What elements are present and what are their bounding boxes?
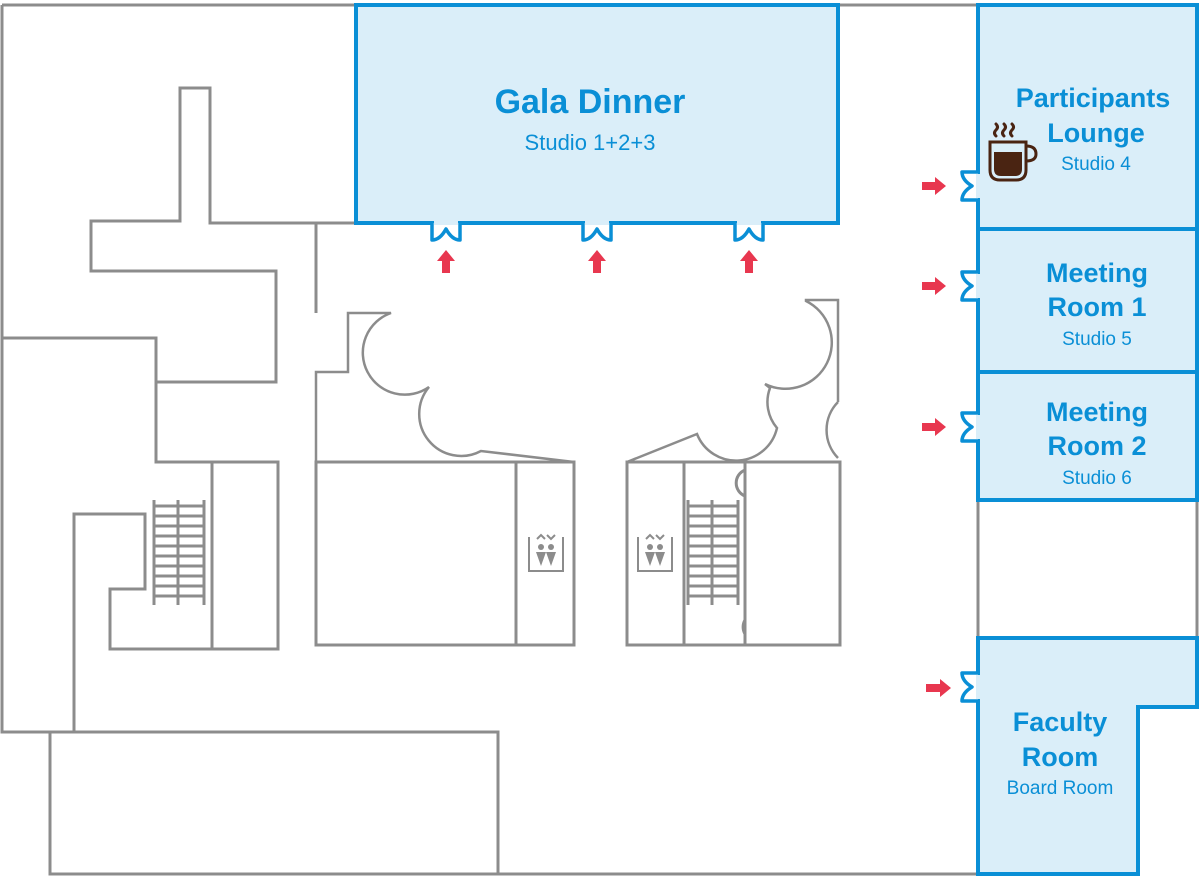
room-meeting-room-2-area[interactable] bbox=[976, 370, 1199, 502]
outer-wall-left bbox=[0, 5, 50, 734]
arrow-right-icon bbox=[922, 418, 946, 436]
elevator-icon bbox=[528, 533, 564, 572]
bottom-left-room bbox=[48, 730, 500, 876]
arrow-up-icon bbox=[740, 250, 758, 273]
room-meeting-room-1-area[interactable] bbox=[976, 227, 1199, 374]
coffee-cup-icon bbox=[988, 122, 1038, 182]
room-faculty-room[interactable]: Faculty Room Board Room bbox=[960, 636, 1199, 876]
stairs-left bbox=[152, 500, 206, 605]
door-gala-1[interactable] bbox=[430, 223, 462, 242]
elevator-shaft-right bbox=[625, 460, 686, 647]
room-title: Room bbox=[1022, 742, 1099, 772]
elevator-icon bbox=[637, 533, 673, 572]
room-subtitle: Studio 1+2+3 bbox=[525, 130, 656, 155]
core-right-stair-room bbox=[682, 460, 747, 647]
door-gala-2[interactable] bbox=[581, 223, 613, 242]
room-meeting-room-2[interactable]: Meeting Room 2 Studio 6 bbox=[960, 370, 1199, 502]
room-gala-dinner-area[interactable] bbox=[354, 3, 840, 225]
door-lounge[interactable] bbox=[960, 170, 978, 202]
room-title: Faculty bbox=[1013, 707, 1108, 737]
room-title: Meeting bbox=[1046, 258, 1148, 288]
door-meeting-1[interactable] bbox=[960, 270, 978, 302]
door-faculty[interactable] bbox=[960, 671, 978, 703]
core-right-curved-wall bbox=[626, 298, 840, 464]
stairs-icon bbox=[152, 500, 740, 605]
core-block-left bbox=[314, 311, 576, 647]
room-gala-dinner[interactable]: Gala Dinner Studio 1+2+3 bbox=[354, 3, 840, 242]
door-gala-3[interactable] bbox=[733, 223, 765, 242]
arrow-right-icon bbox=[922, 277, 946, 295]
arrow-right-icon bbox=[922, 177, 946, 195]
entrance-arrows bbox=[437, 177, 951, 697]
arrow-up-icon bbox=[588, 250, 606, 273]
core-right-room bbox=[743, 460, 842, 647]
room-title: Gala Dinner bbox=[495, 83, 686, 121]
room-meeting-room-1[interactable]: Meeting Room 1 Studio 5 bbox=[960, 227, 1199, 374]
door-meeting-2[interactable] bbox=[960, 411, 978, 443]
room-subtitle: Board Room bbox=[1007, 778, 1114, 799]
stairs-right bbox=[686, 500, 740, 605]
room-title: Lounge bbox=[1047, 118, 1144, 148]
arrow-up-icon bbox=[437, 250, 455, 273]
room-subtitle: Studio 4 bbox=[1061, 154, 1131, 175]
room-subtitle: Studio 6 bbox=[1062, 468, 1132, 489]
room-title: Meeting bbox=[1046, 397, 1148, 427]
wall-left-block bbox=[2, 86, 356, 384]
room-title: Participants bbox=[1016, 83, 1171, 113]
room-title: Room 2 bbox=[1047, 431, 1146, 461]
wall-stair-block-left bbox=[72, 382, 280, 732]
room-faculty-room-area[interactable] bbox=[976, 636, 1199, 876]
room-participants-lounge-area[interactable] bbox=[976, 3, 1199, 231]
core-block-right bbox=[625, 298, 842, 647]
elevator-shaft-left bbox=[514, 460, 576, 647]
room-participants-lounge[interactable]: Participants Lounge Studio 4 bbox=[960, 3, 1199, 231]
core-left-room bbox=[314, 460, 518, 647]
arrow-right-icon bbox=[926, 679, 951, 697]
room-title: Room 1 bbox=[1047, 292, 1146, 322]
room-subtitle: Studio 5 bbox=[1062, 329, 1132, 350]
core-left-curved-wall bbox=[314, 311, 575, 464]
building-walls bbox=[0, 3, 1199, 876]
